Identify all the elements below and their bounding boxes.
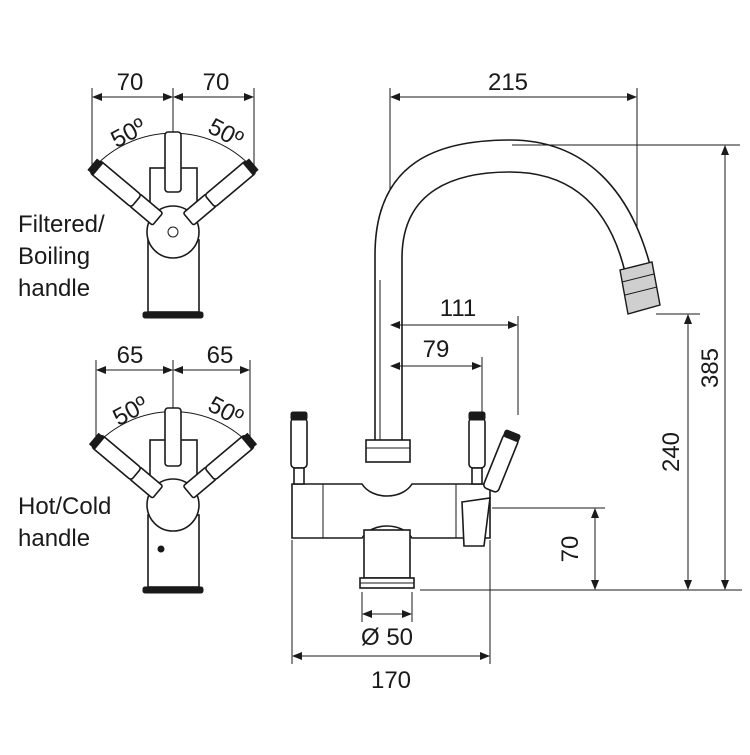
filtered-caption-line1: Filtered/ [18,211,105,238]
side-lever-right-tip [468,411,486,421]
hotcold-dim-right-label: 65 [207,342,234,369]
dim111-label: 111 [440,295,476,322]
width-dim-label: 170 [371,667,411,694]
hotcold-tap-base [142,586,204,594]
side-lever-right-stem [471,467,483,485]
hotcold-angle-right-label: 50º [204,391,248,432]
height240-dim-label: 240 [658,432,685,472]
filtered-angle-left-label: 50º [106,113,150,154]
dim79-label: 79 [423,336,450,363]
hotcold-caption-line2: handle [18,525,90,552]
hotcold-lever-center [164,407,182,467]
hotcold-tap-screw [157,545,165,553]
hotcold-lever-left-tip [88,432,105,450]
filtered-angle-right-label: 50º [204,113,248,154]
nozzle-ring-2 [624,286,658,296]
side-lever-filtered-tip [503,429,521,442]
filtered-handle-view: 70 70 50º 50º Filtered/ Boiling handle [18,69,259,319]
side-lever-left-stem [293,467,305,485]
collar [365,439,411,463]
reach-dim-label: 215 [488,69,528,96]
side-lever-right [468,417,486,469]
side-lever-left-tip [290,411,308,421]
hotcold-caption-line1: Hot/Cold [18,493,111,520]
filtered-dim-left-label: 70 [117,69,144,96]
side-view: 215 385 240 70 111 79 [290,69,742,694]
filtered-tap-hub [146,205,200,259]
hotcold-handle-view: 65 65 50º 50º Hot/Cold handle [18,342,258,594]
filtered-dim-right-label: 70 [203,69,230,96]
height70-dim-label: 70 [557,536,584,563]
diameter-dim-label: Ø 50 [361,624,413,651]
hotcold-tap-hub [146,478,200,532]
side-lever-filtered-mount [461,497,491,547]
filtered-tap-base [142,311,204,319]
filtered-lever-right-tip [242,158,259,176]
hotcold-lever-right-tip [241,432,258,450]
hotcold-dim-left-label: 65 [117,342,144,369]
filtered-caption-line3: handle [18,275,90,302]
filtered-lever-left-tip [87,158,104,176]
filtered-lever-center [164,131,182,193]
hotcold-angle-left-label: 50º [108,391,152,432]
nozzle-ring-1 [621,273,655,283]
filtered-caption-line2: Boiling [18,243,90,270]
height385-dim-label: 385 [697,348,724,388]
side-lever-left [290,417,308,469]
pillar [363,529,411,579]
spout [374,139,651,446]
filtered-tap-hub-center [167,226,179,238]
side-lever-filtered [482,429,521,493]
side-lever-filtered-grip [482,433,519,493]
